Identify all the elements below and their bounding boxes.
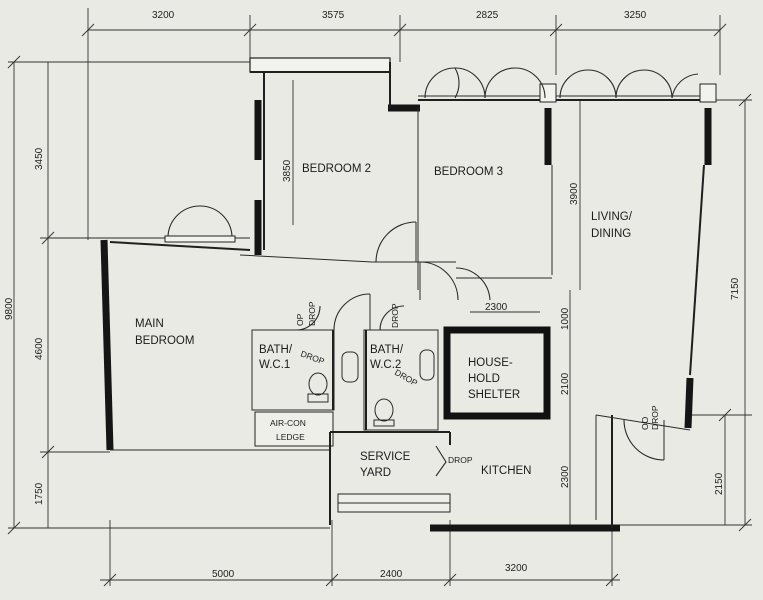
dim-bottom-3: 3200: [505, 563, 528, 574]
label-living-2: DINING: [591, 228, 631, 240]
doors: [295, 221, 665, 477]
window-main-bedroom: [167, 205, 233, 237]
label-bath2-2: W.C.2: [370, 359, 401, 371]
dim-top-4: 3250: [624, 10, 647, 21]
label-service-2: YARD: [360, 467, 391, 479]
dim-left-total: 9800: [4, 297, 15, 320]
label-shelter-3: SHELTER: [468, 389, 520, 401]
dim-inner-living: 3900: [569, 182, 580, 205]
label-drop-short: OP: [295, 313, 305, 326]
label-bath2-1: BATH/: [370, 344, 404, 356]
label-main-1: MAIN: [135, 318, 164, 330]
left-dimension-lines: [7, 55, 330, 535]
dim-inner-shelter: 2300: [485, 302, 508, 313]
label-bath1-1: BATH/: [259, 344, 293, 356]
walls: [50, 57, 717, 532]
fixtures: [307, 349, 435, 427]
top-dimension-lines: [81, 8, 727, 240]
inner-dimension-lines: [292, 80, 581, 525]
label-bath1-2: W.C.1: [259, 359, 290, 371]
label-living-1: LIVING/: [591, 211, 633, 223]
dim-left-3: 1750: [34, 482, 45, 505]
label-drop-bath1: DROP: [299, 348, 326, 366]
label-drop-living-b: DROP: [650, 405, 660, 430]
dim-inner-bedroom2: 3850: [282, 159, 293, 182]
label-service-1: SERVICE: [360, 451, 411, 463]
dim-right-1: 7150: [730, 277, 741, 300]
label-aircon-1: AIR-CON: [270, 418, 306, 428]
dim-inner-2100: 2100: [560, 372, 571, 395]
label-main-2: BEDROOM: [135, 335, 194, 347]
dim-right-2: 2150: [714, 472, 725, 495]
dim-top-1: 3200: [152, 10, 175, 21]
label-bedroom-2: BEDROOM 2: [302, 163, 371, 175]
dim-bottom-2: 2400: [380, 569, 403, 580]
bottom-dimension-lines: [100, 520, 620, 587]
label-drop-bedroom: DROP: [307, 301, 317, 326]
dim-top-2: 3575: [322, 10, 345, 21]
label-drop-kitchen: DROP: [448, 455, 473, 465]
right-dimension-lines: [620, 93, 752, 532]
label-bedroom-3: BEDROOM 3: [434, 166, 503, 178]
label-shelter-1: HOUSE-: [468, 357, 513, 369]
label-drop-bath2-top: DROP: [390, 303, 400, 328]
dim-left-2: 4600: [34, 337, 45, 360]
label-kitchen: KITCHEN: [481, 465, 531, 477]
dim-inner-2300: 2300: [560, 465, 571, 488]
label-drop-bath2: DROP: [393, 367, 420, 388]
label-aircon-2: LEDGE: [276, 432, 305, 442]
label-drop-living-a: OO: [640, 416, 650, 430]
dim-left-1: 3450: [34, 147, 45, 170]
dim-top-3: 2825: [476, 10, 499, 21]
dim-bottom-1: 5000: [212, 569, 235, 580]
label-shelter-2: HOLD: [468, 373, 500, 385]
windows-top: [424, 67, 699, 99]
dim-inner-1000: 1000: [560, 307, 571, 330]
